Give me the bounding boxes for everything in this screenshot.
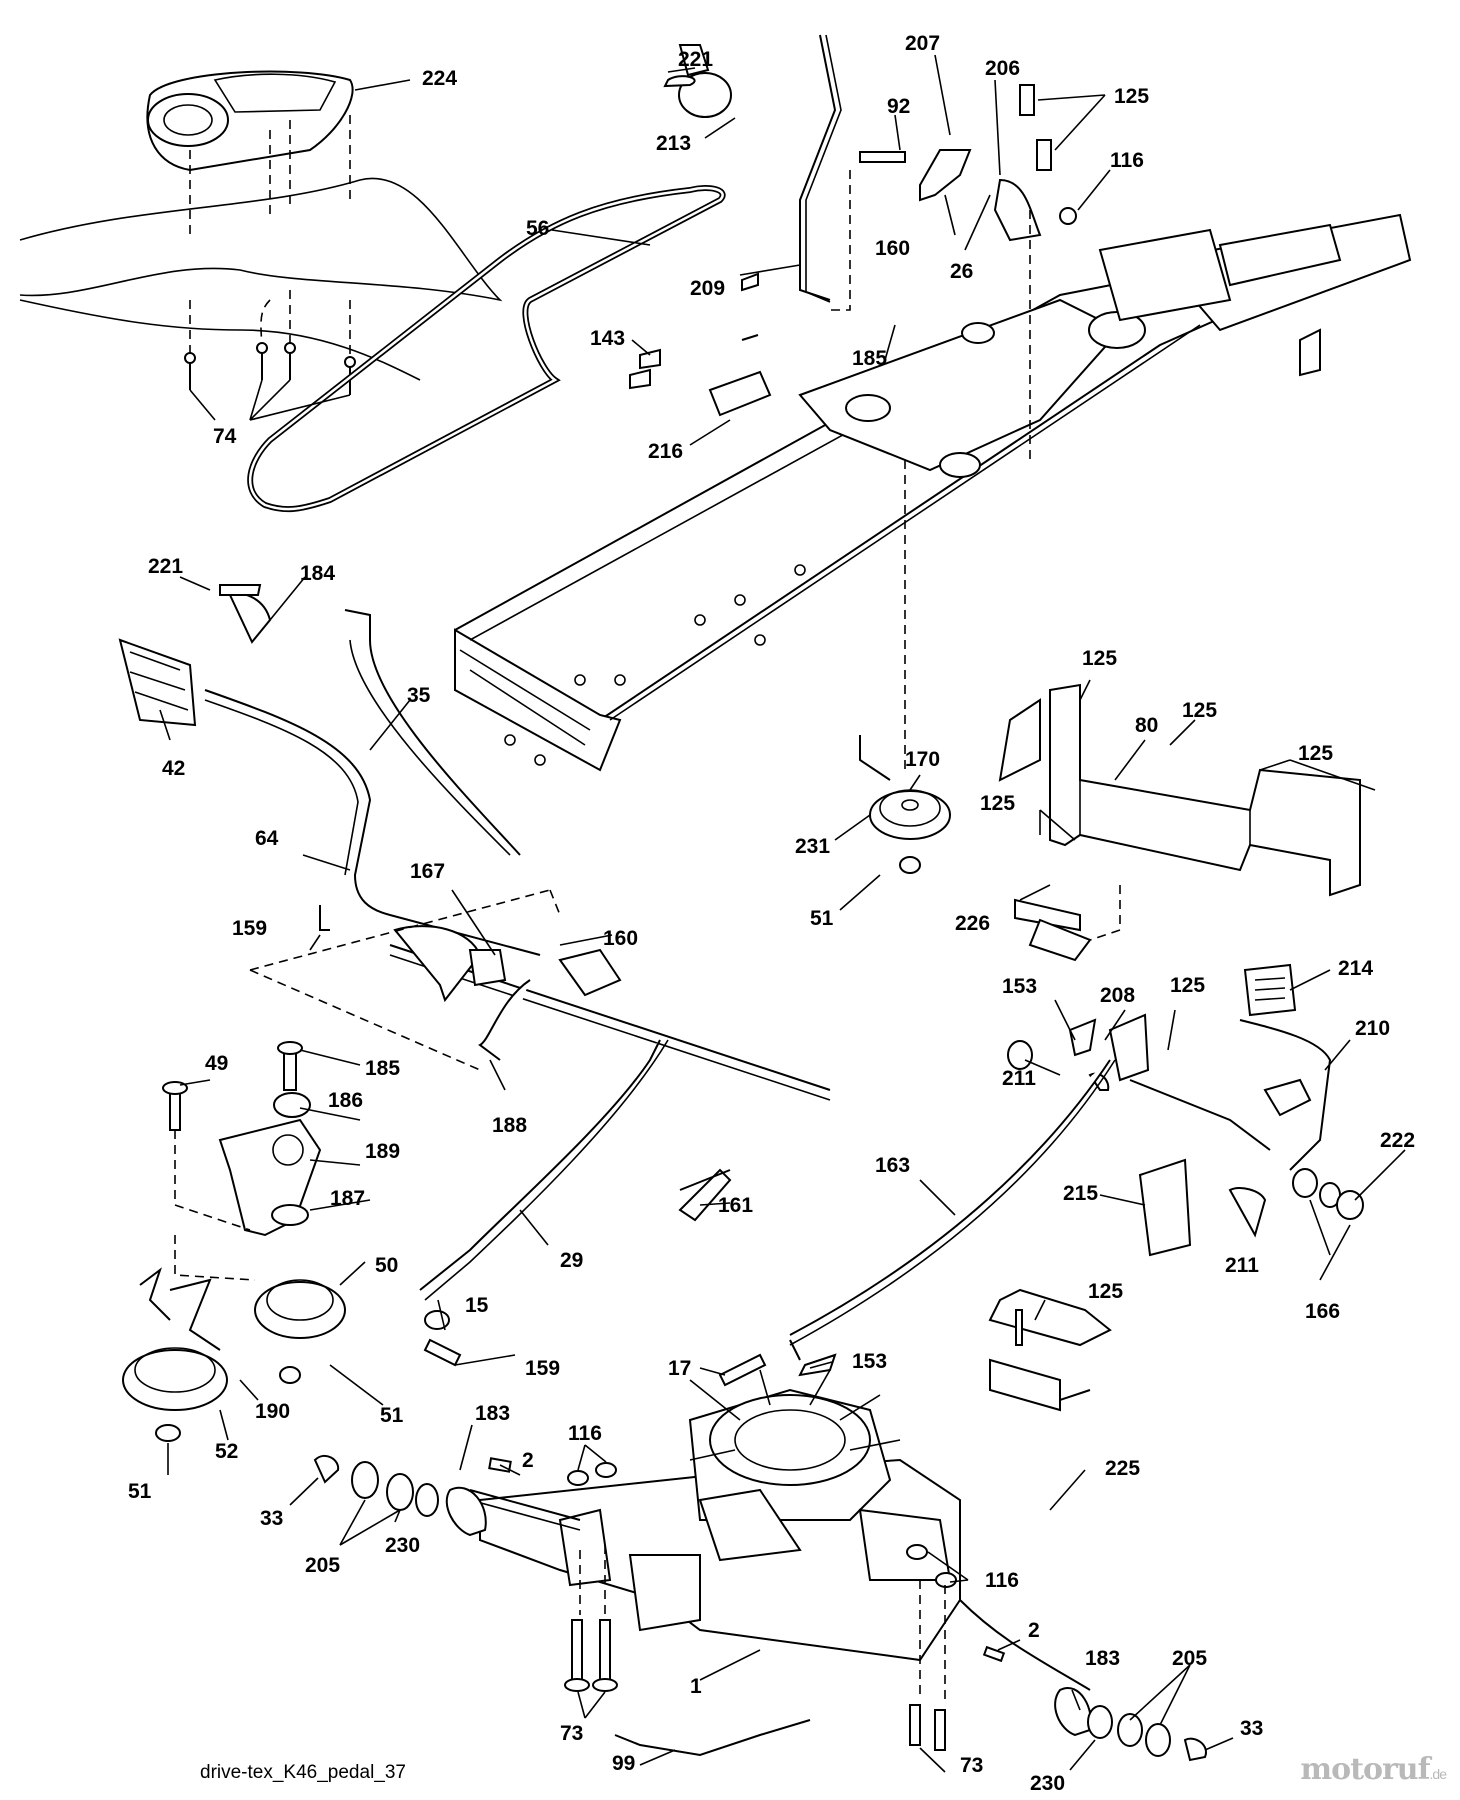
callout-166: 166 xyxy=(1305,1300,1340,1323)
callout-49: 49 xyxy=(205,1052,228,1075)
callout-216: 216 xyxy=(648,440,683,463)
callout-184: 184 xyxy=(300,562,335,585)
callout-213: 213 xyxy=(656,132,691,155)
callout-56: 56 xyxy=(526,217,549,240)
upper-lever-assembly xyxy=(629,34,1077,460)
callout-185: 185 xyxy=(365,1057,400,1080)
callout-116: 116 xyxy=(568,1422,602,1445)
callout-170: 170 xyxy=(905,748,940,771)
callout-35: 35 xyxy=(407,684,431,707)
callout-221: 221 xyxy=(148,555,183,578)
callout-189: 189 xyxy=(365,1140,400,1163)
callout-231: 231 xyxy=(795,835,830,858)
callout-208: 208 xyxy=(1100,984,1135,1007)
callout-73: 73 xyxy=(560,1722,583,1745)
callout-80: 80 xyxy=(1135,714,1158,737)
callout-185: 185 xyxy=(852,347,887,370)
callout-52: 52 xyxy=(215,1440,238,1463)
callout-116: 116 xyxy=(1110,149,1144,172)
callout-205: 205 xyxy=(1172,1647,1207,1670)
idler-pulley-231 xyxy=(859,460,951,874)
callout-51: 51 xyxy=(128,1480,152,1503)
callout-160: 160 xyxy=(603,927,638,950)
callout-51: 51 xyxy=(380,1404,404,1427)
callout-125: 125 xyxy=(1082,647,1117,670)
leader-lines xyxy=(159,54,1406,1773)
callout-29: 29 xyxy=(560,1249,583,1272)
rear-bracket-drawing xyxy=(1014,683,1361,962)
callout-125: 125 xyxy=(1088,1280,1123,1303)
callout-183: 183 xyxy=(1085,1647,1120,1670)
callout-2: 2 xyxy=(1028,1619,1040,1642)
callout-187: 187 xyxy=(330,1187,365,1210)
callout-183: 183 xyxy=(475,1402,510,1425)
callout-230: 230 xyxy=(385,1534,420,1557)
callout-33: 33 xyxy=(1240,1717,1263,1740)
transaxle-hardware xyxy=(313,1454,1207,1762)
callout-225: 225 xyxy=(1105,1457,1140,1480)
callout-207: 207 xyxy=(905,32,940,55)
callout-211: 211 xyxy=(1002,1067,1036,1090)
callout-221: 221 xyxy=(678,48,713,71)
chassis-frame-drawing xyxy=(454,213,1412,782)
callout-50: 50 xyxy=(375,1254,398,1277)
callout-143: 143 xyxy=(590,327,625,350)
right-pedal-assembly xyxy=(679,963,1364,1412)
callout-51: 51 xyxy=(810,907,834,930)
callout-190: 190 xyxy=(255,1400,290,1423)
callout-116: 116 xyxy=(985,1569,1019,1592)
drive-belt-drawing xyxy=(247,185,726,513)
callout-99: 99 xyxy=(612,1752,635,1775)
callout-125: 125 xyxy=(1170,974,1205,997)
callout-125: 125 xyxy=(1182,699,1217,722)
callout-210: 210 xyxy=(1355,1017,1390,1040)
callout-74: 74 xyxy=(213,425,237,448)
callout-153: 153 xyxy=(1002,975,1037,998)
callout-64: 64 xyxy=(255,827,279,850)
callout-209: 209 xyxy=(690,277,725,300)
callout-159: 159 xyxy=(232,917,267,940)
brand-watermark: motoruf.de xyxy=(1300,1752,1447,1787)
brand-tld: .de xyxy=(1429,1766,1447,1782)
callout-226: 226 xyxy=(955,912,990,935)
callout-42: 42 xyxy=(162,757,185,780)
callout-163: 163 xyxy=(875,1154,910,1177)
callout-125: 125 xyxy=(1114,85,1149,108)
callout-1: 1 xyxy=(690,1675,702,1698)
callout-214: 214 xyxy=(1338,957,1373,980)
callout-161: 161 xyxy=(718,1194,753,1217)
callout-167: 167 xyxy=(410,860,445,883)
drawing-id-caption: drive-tex_K46_pedal_37 xyxy=(200,1762,406,1783)
callout-17: 17 xyxy=(668,1357,691,1380)
callout-33: 33 xyxy=(260,1507,283,1530)
callout-205: 205 xyxy=(305,1554,340,1577)
callout-215: 215 xyxy=(1063,1182,1098,1205)
callout-125: 125 xyxy=(980,792,1015,815)
left-idler-pulleys xyxy=(122,1041,346,1442)
callout-15: 15 xyxy=(465,1294,489,1317)
callout-2: 2 xyxy=(522,1449,534,1472)
callout-230: 230 xyxy=(1030,1772,1065,1795)
callout-labels: 224 221 213 207 206 125 92 116 56 160 26… xyxy=(128,32,1415,1795)
left-lever-assembly xyxy=(118,584,831,1367)
callout-211: 211 xyxy=(1225,1254,1259,1277)
callout-224: 224 xyxy=(422,67,457,90)
callout-160: 160 xyxy=(875,237,910,260)
callout-125: 125 xyxy=(1298,742,1333,765)
callout-26: 26 xyxy=(950,260,973,283)
callout-222: 222 xyxy=(1380,1129,1415,1152)
callout-159: 159 xyxy=(525,1357,560,1380)
callout-206: 206 xyxy=(985,57,1020,80)
callout-188: 188 xyxy=(492,1114,527,1137)
callout-186: 186 xyxy=(328,1089,363,1112)
brand-name: motoruf xyxy=(1300,1752,1430,1787)
transaxle-drawing xyxy=(469,1369,1091,1691)
callout-92: 92 xyxy=(887,95,910,118)
fender-console-drawing xyxy=(19,70,503,395)
callout-153: 153 xyxy=(852,1350,887,1373)
callout-73: 73 xyxy=(960,1754,983,1777)
